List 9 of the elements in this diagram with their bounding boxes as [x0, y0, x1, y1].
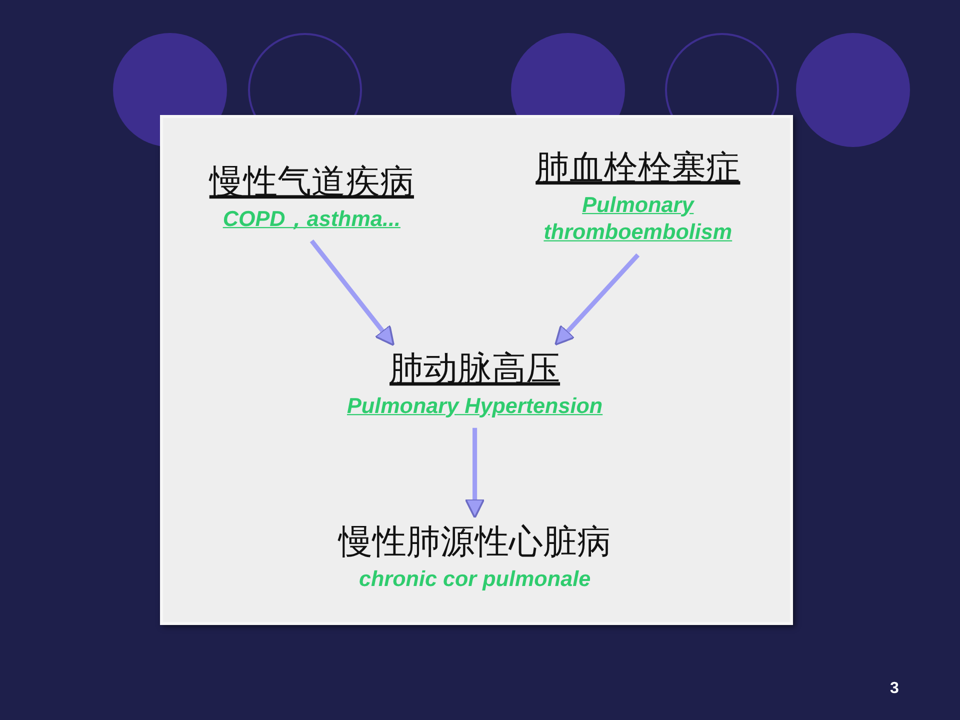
arrow [464, 428, 485, 519]
arrow [554, 253, 640, 346]
slide-number: 3 [890, 680, 899, 698]
node-text: 慢性肺源性心脏病 chronic cor pulmonale [338, 522, 612, 592]
node-text: 肺血栓栓塞症 Pulmonary thromboembolism [536, 148, 740, 246]
panel-background: 慢性气道疾病 COPD，asthma... 肺血栓栓塞症 Pulmonary thromboembolism 肺动脉高压 Pulmonary Hypertension 慢性肺源性心脏病 chronic cor pulmonale [160, 115, 793, 625]
node-text: 慢性气道疾病 COPD，asthma... [209, 162, 414, 231]
arrow [310, 239, 395, 346]
node-text: 肺动脉高压 Pulmonary Hypertension [346, 349, 603, 418]
